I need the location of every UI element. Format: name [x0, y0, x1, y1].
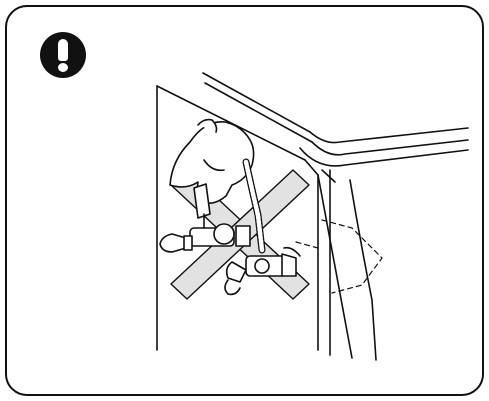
braided-hose	[242, 158, 266, 254]
illustration-frame	[5, 5, 484, 396]
upper-valve-assembly	[189, 183, 251, 247]
machine-top-cover	[202, 72, 469, 183]
operator-hand	[169, 118, 255, 204]
front-door-panel	[329, 169, 377, 361]
warning-exclamation-icon	[40, 32, 86, 78]
lower-valve-knob	[224, 261, 247, 296]
hidden-panel-outline	[295, 219, 383, 294]
lower-valve-assembly	[245, 246, 301, 277]
cabinet-side-panel	[156, 85, 353, 359]
upper-valve-knob	[159, 233, 193, 253]
